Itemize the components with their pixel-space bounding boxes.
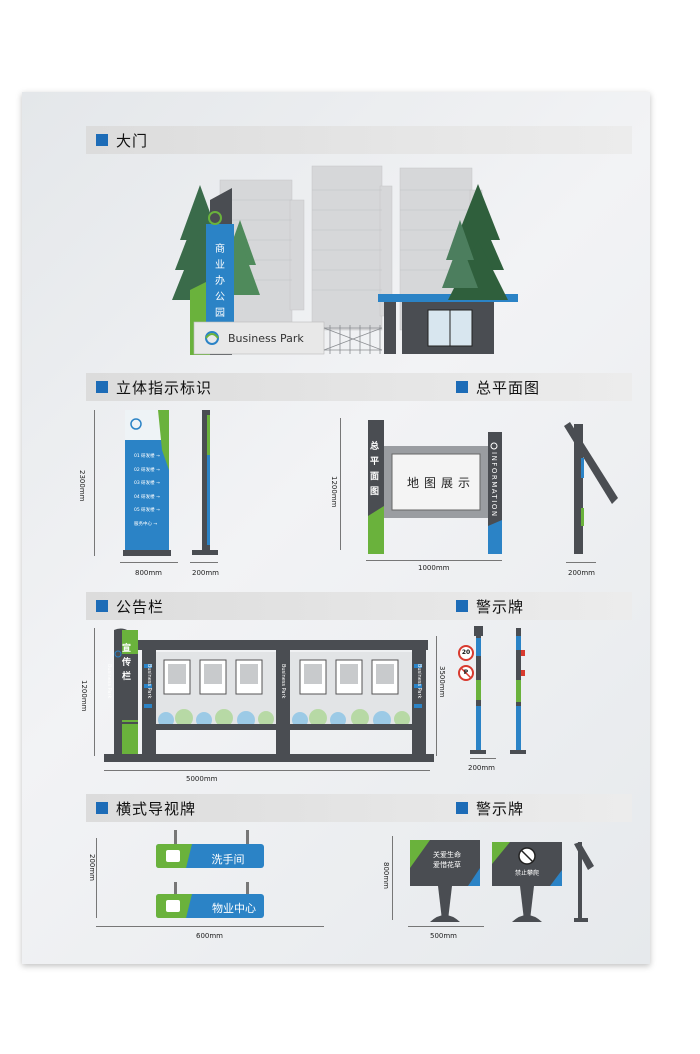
horizontal-guide-signs: [156, 830, 264, 918]
site-plan-board-text: 地图展示: [406, 476, 475, 490]
bulletin-board: [104, 628, 434, 762]
site-plan-side-width-label: 200mm: [568, 569, 595, 577]
section-square-icon: [96, 381, 108, 393]
bulletin-right-height-label: 3500mm: [438, 666, 446, 698]
warning-lawn-line-2: 爱惜花草: [433, 861, 461, 869]
no-parking-text: P: [463, 669, 469, 676]
section-bar-bulletin: 公告栏 警示牌: [86, 592, 632, 620]
dimension-line: [436, 636, 437, 756]
section-title-gate: 大门: [116, 131, 149, 150]
dimension-line: [104, 770, 430, 771]
dimension-line: [408, 926, 484, 927]
pylon-row: 02 研发楼 →: [134, 467, 160, 473]
bulletin-height-label: 1200mm: [80, 680, 88, 712]
pylon-row: 05 研发楼 →: [134, 508, 160, 513]
pylon-row: 01 研发楼 →: [134, 454, 160, 459]
warning-lawn-signs: [410, 840, 594, 922]
section-square-icon: [96, 600, 108, 612]
warning-poles: [458, 626, 526, 754]
section-title-horizontal-guide: 横式导视牌: [116, 799, 197, 818]
pylon-directory: 01 研发楼 → 02 研发楼 → 03 研发楼 → 04 研发楼 → 05 研…: [134, 450, 168, 531]
pylon-row: 服务中心 →: [134, 521, 158, 527]
gate-tower-char-4: 公: [215, 292, 225, 303]
section-bar-gate: 大门: [86, 126, 632, 154]
bulletin-park-text-3: Business Park: [280, 664, 286, 699]
dimension-line: [470, 758, 496, 759]
subsection-warning-bottom: 警示牌: [456, 798, 524, 819]
section-square-icon: [96, 802, 108, 814]
pylon-row: 03 研发楼 →: [134, 481, 160, 486]
dimension-line: [340, 418, 341, 550]
section-title-warning-top: 警示牌: [476, 597, 525, 616]
site-plan-side-view: [564, 422, 618, 554]
bulletin-park-text-4: Business Park: [416, 664, 422, 699]
dimension-line: [366, 560, 502, 561]
dimension-line: [120, 562, 178, 563]
section-title-site-plan: 总平面图: [476, 378, 541, 397]
dimension-line: [96, 838, 97, 918]
pylon-width-label: 800mm: [135, 569, 162, 577]
gate-illustration: 商 业 办 公 园 区 Business Park: [172, 165, 518, 355]
section-bar-pylon: 立体指示标识 总平面图: [86, 373, 632, 401]
dimension-line: [566, 562, 596, 563]
section-title-warning-bottom: 警示牌: [476, 799, 525, 818]
section-square-icon: [456, 381, 468, 393]
speed-limit-text: 20: [461, 649, 471, 656]
warning-bottom-height-label: 800mm: [382, 862, 390, 889]
bulletin-park-text-2: Business Park: [146, 664, 152, 699]
pylon-row: 04 研发楼 →: [134, 494, 160, 500]
subsection-site-plan: 总平面图: [456, 377, 540, 398]
pylon-sign: [123, 410, 218, 556]
site-plan-sign: [368, 420, 502, 554]
gate-tower-char-2: 业: [215, 259, 225, 271]
dimension-line: [96, 926, 324, 927]
dimension-line: [94, 410, 95, 556]
pylon-side-width-label: 200mm: [192, 569, 219, 577]
guide-sign-restroom: 洗手间: [211, 853, 245, 866]
warning-top-width-label: 200mm: [468, 764, 495, 772]
gate-tower-char-5: 园: [215, 307, 225, 319]
guide-width-label: 600mm: [196, 932, 223, 940]
guide-sign-property-center: 物业中心: [212, 902, 256, 915]
warning-no-climb-text: 禁止攀爬: [514, 870, 539, 877]
gate-tower-char-1: 商: [215, 242, 225, 255]
section-bar-horizontal-guide: 横式导视牌 警示牌: [86, 794, 632, 822]
dimension-line: [94, 628, 95, 756]
section-title-pylon: 立体指示标识: [116, 378, 213, 397]
warning-lawn-line-1: 关爱生命: [433, 851, 461, 859]
warning-bottom-width-label: 500mm: [430, 932, 457, 940]
dimension-line: [392, 836, 393, 920]
site-plan-post-text: 总平面图: [370, 442, 380, 497]
section-square-icon: [456, 802, 468, 814]
bulletin-park-text-1: Business Park: [106, 664, 112, 699]
section-square-icon: [96, 134, 108, 146]
pylon-height-label: 2300mm: [78, 470, 86, 502]
gate-brand-text: Business Park: [228, 332, 304, 345]
site-plan-width-label: 1000mm: [418, 564, 450, 572]
guide-height-label: 200mm: [88, 854, 96, 881]
site-plan-height-label: 1200mm: [330, 476, 338, 508]
section-title-bulletin: 公告栏: [116, 597, 165, 616]
warning-lawn-sign-text: 关爱生命 爱惜花草: [424, 850, 470, 870]
subsection-warning-top: 警示牌: [456, 596, 524, 617]
gate-tower-char-3: 办: [215, 274, 225, 287]
section-square-icon: [456, 600, 468, 612]
site-plan-information-text: INFORMATION: [490, 452, 498, 518]
bulletin-post-text: 宣传栏: [122, 644, 132, 682]
bulletin-width-label: 5000mm: [186, 775, 218, 783]
dimension-line: [190, 562, 218, 563]
